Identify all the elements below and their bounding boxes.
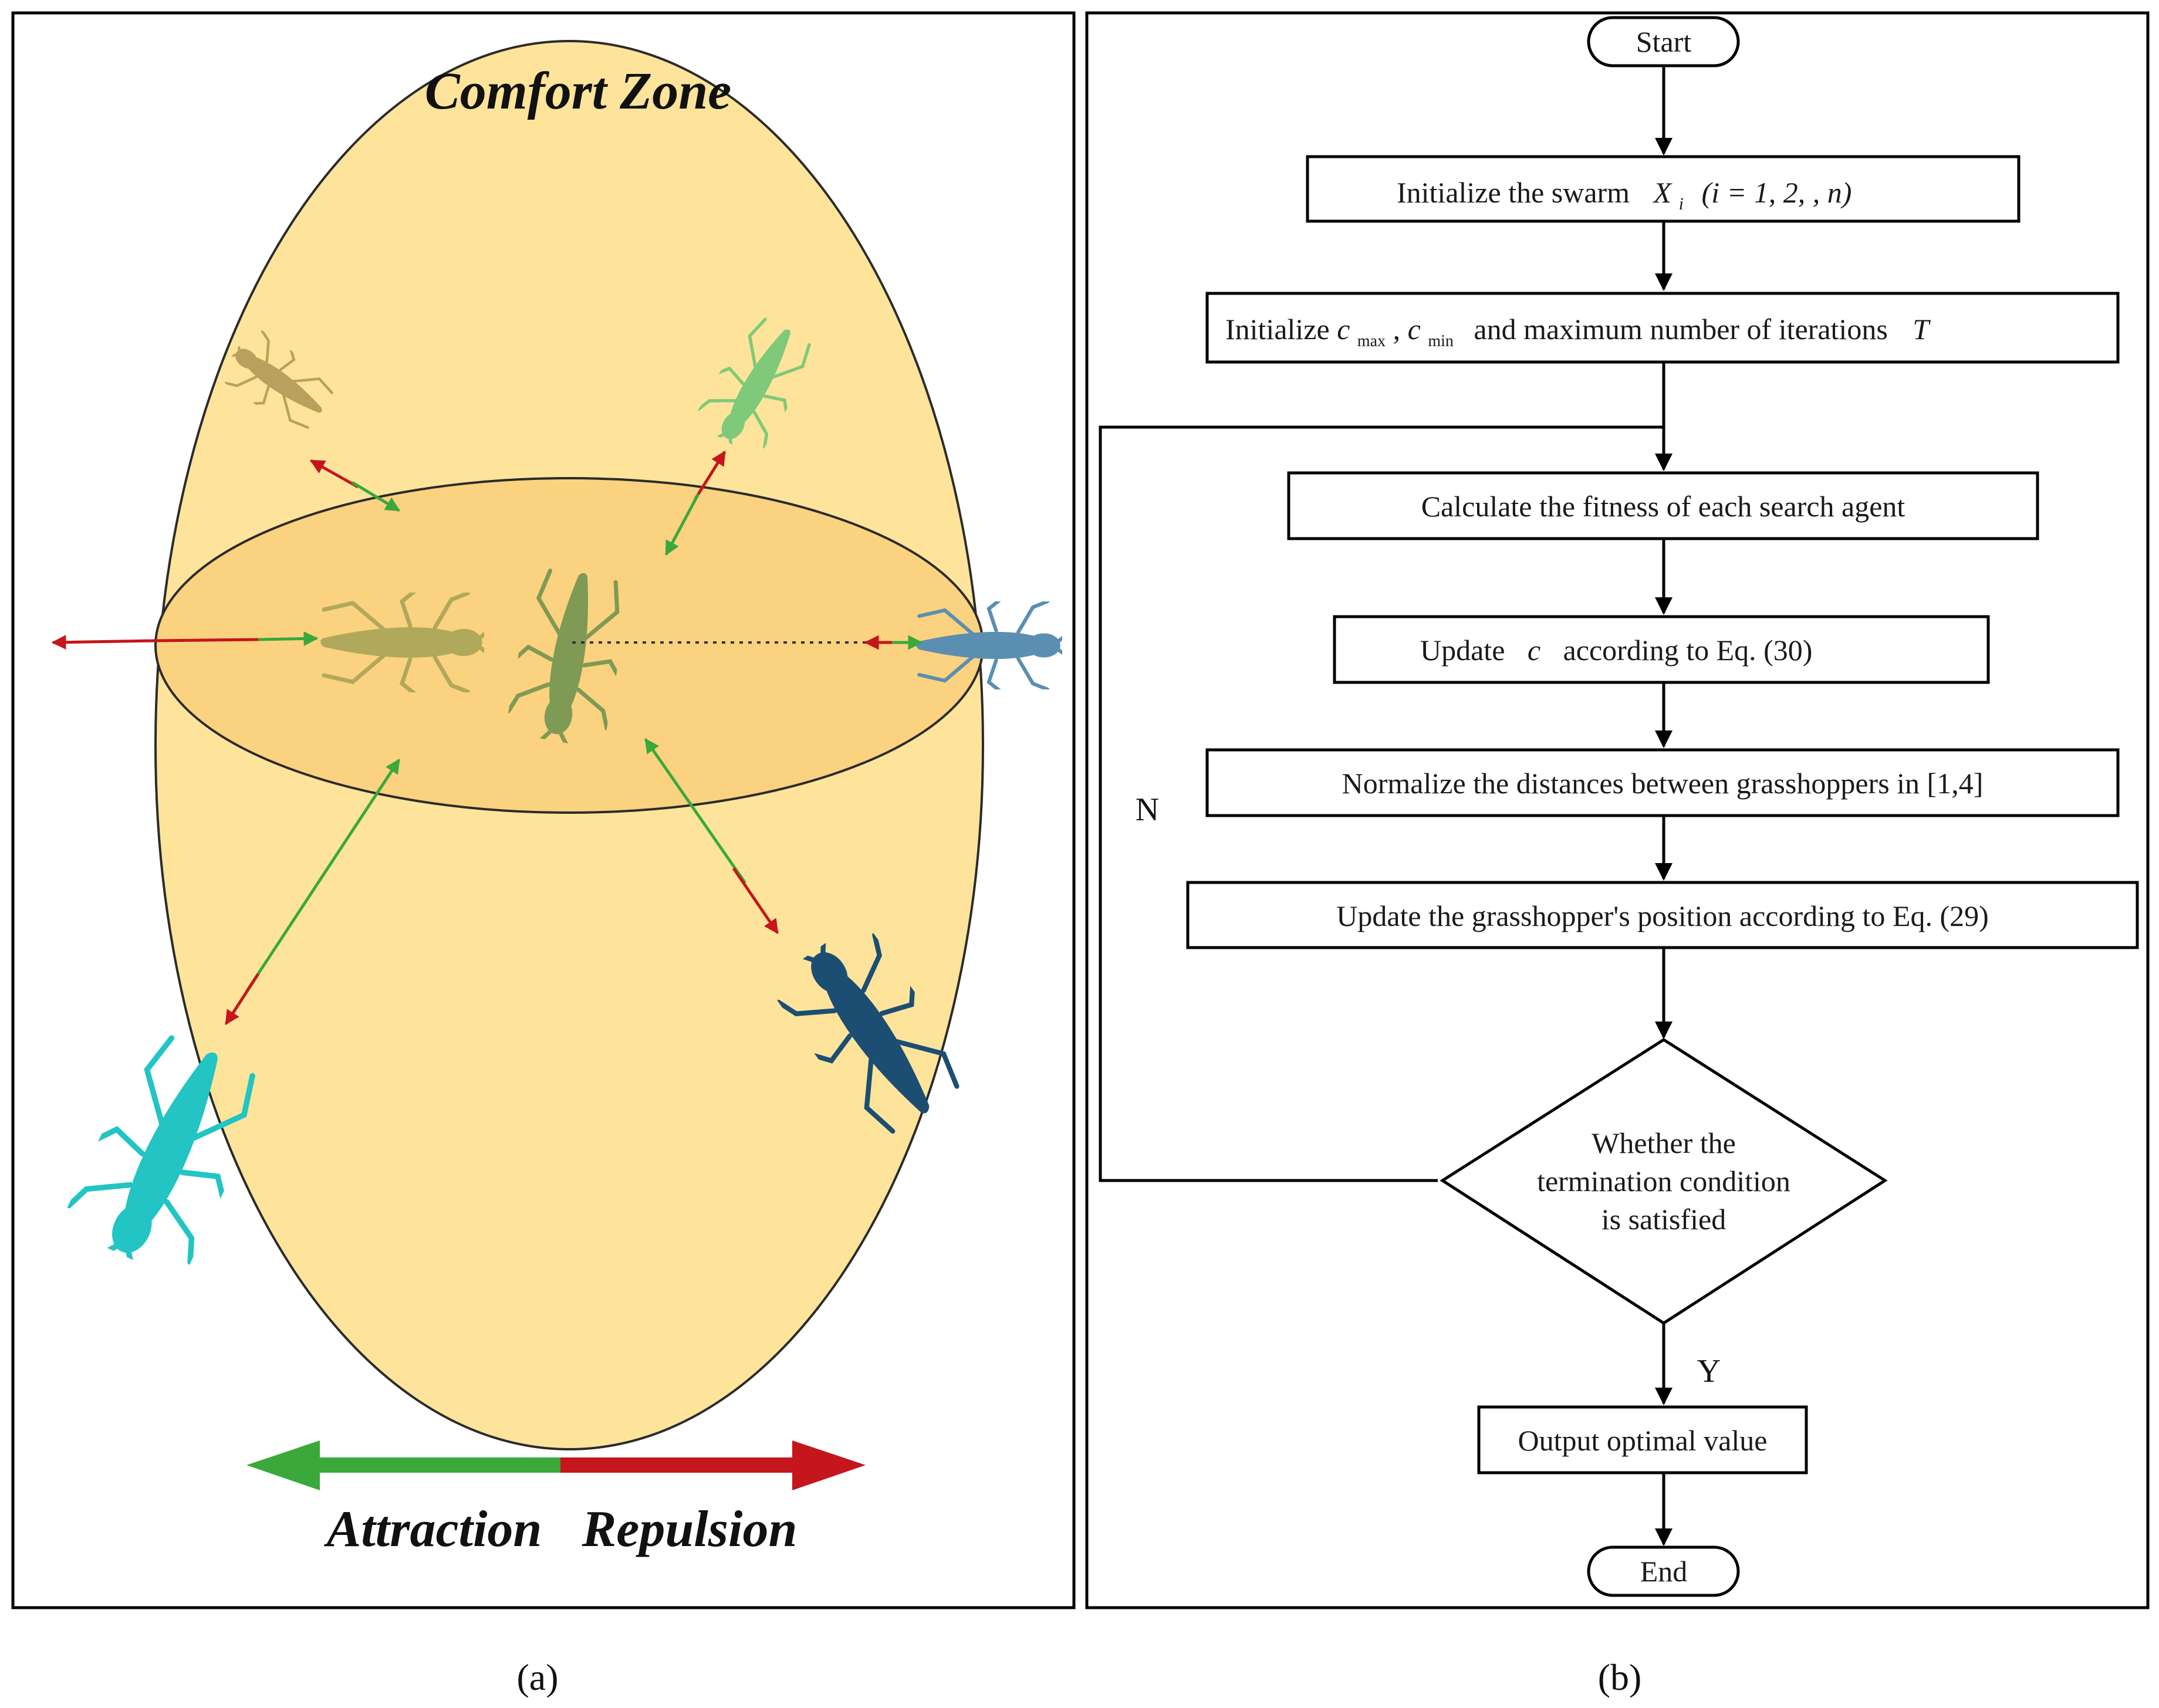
no-branch-label: N <box>1136 792 1159 828</box>
decision-line-1: Whether the <box>1592 1127 1736 1159</box>
start-node <box>1587 16 1740 67</box>
init-params-box <box>1205 292 2120 364</box>
init-params-suffix: and maximum number of iterations <box>1474 313 1887 346</box>
legend-attraction-arrow <box>246 1440 560 1490</box>
init-params-max: max <box>1357 332 1386 350</box>
init-swarm-box <box>1306 155 2021 223</box>
flow-connectors <box>1099 66 1673 1546</box>
init-params-c2: c <box>1408 313 1421 346</box>
calc-fitness-box <box>1287 471 2039 540</box>
calc-fitness-label: Calculate the fitness of each search age… <box>1421 490 1905 523</box>
arrow-repulsion-left <box>51 635 156 650</box>
init-swarm-var: X <box>1653 176 1673 209</box>
start-label: Start <box>1636 25 1692 58</box>
update-pos-box <box>1186 881 2139 949</box>
output-box <box>1477 1405 1808 1474</box>
init-swarm-formula: (i = 1, 2, , n) <box>1701 176 1851 209</box>
svg-text:Initialize the swarm X: Initialize the swarm X i (i = 1, 2, , n) <box>1397 176 1851 216</box>
loop-back-connector <box>1099 425 1664 1182</box>
init-swarm-sub: i <box>1679 194 1684 214</box>
svg-text:Initialize c max ,: Initialize c max , c min and maximum num… <box>1225 313 1931 353</box>
legend-repulsion-arrow <box>560 1440 866 1490</box>
interaction-arrows <box>51 450 923 1026</box>
arrow-bottom-right-repulsion <box>732 867 779 935</box>
decision-line-3: is satisfied <box>1601 1203 1726 1236</box>
output-label: Output optimal value <box>1518 1424 1768 1457</box>
end-node <box>1587 1545 1740 1597</box>
svg-text:Update c according to: Update c according to Eq. (30) <box>1420 634 1812 667</box>
init-swarm-label: Initialize the swarm <box>1397 176 1630 209</box>
decision-line-2: termination condition <box>1537 1165 1790 1198</box>
caption-b: (b) <box>1598 1656 1642 1698</box>
legend-attraction-label: Attraction <box>324 1501 542 1558</box>
yes-branch-label: Y <box>1697 1353 1721 1389</box>
update-c-box <box>1333 615 1990 684</box>
update-c-prefix: Update <box>1420 634 1505 667</box>
arrow-top-right-attraction <box>664 493 700 556</box>
init-params-c: c <box>1337 313 1350 346</box>
arrow-bottom-right-attraction <box>644 738 747 884</box>
init-params-t: T <box>1913 313 1931 346</box>
init-params-prefix: Initialize <box>1225 313 1330 346</box>
end-label: End <box>1640 1555 1688 1588</box>
arrow-attraction-left <box>258 631 319 646</box>
update-pos-label: Update the grasshopper's position accord… <box>1336 899 1989 932</box>
comfort-zone-label: Comfort Zone <box>425 62 732 120</box>
normalize-label: Normalize the distances between grasshop… <box>1342 767 1984 800</box>
legend: Attraction Repulsion <box>246 1440 866 1558</box>
normalize-box <box>1205 748 2120 817</box>
arrow-bottom-left-attraction <box>245 758 401 993</box>
arrow-top-left-attraction <box>351 481 401 512</box>
caption-a: (a) <box>516 1656 558 1698</box>
arrow-bottom-left-repulsion <box>224 973 260 1026</box>
termination-decision <box>1440 1038 1888 1325</box>
update-c-suffix: according to Eq. (30) <box>1563 634 1813 667</box>
arrow-top-left-repulsion <box>309 459 359 489</box>
init-params-min: min <box>1428 332 1454 350</box>
arrow-repulsion-left-2 <box>155 638 259 642</box>
arrow-top-right-repulsion <box>694 450 727 500</box>
legend-repulsion-label: Repulsion <box>582 1501 798 1558</box>
update-c-var: c <box>1528 634 1540 667</box>
